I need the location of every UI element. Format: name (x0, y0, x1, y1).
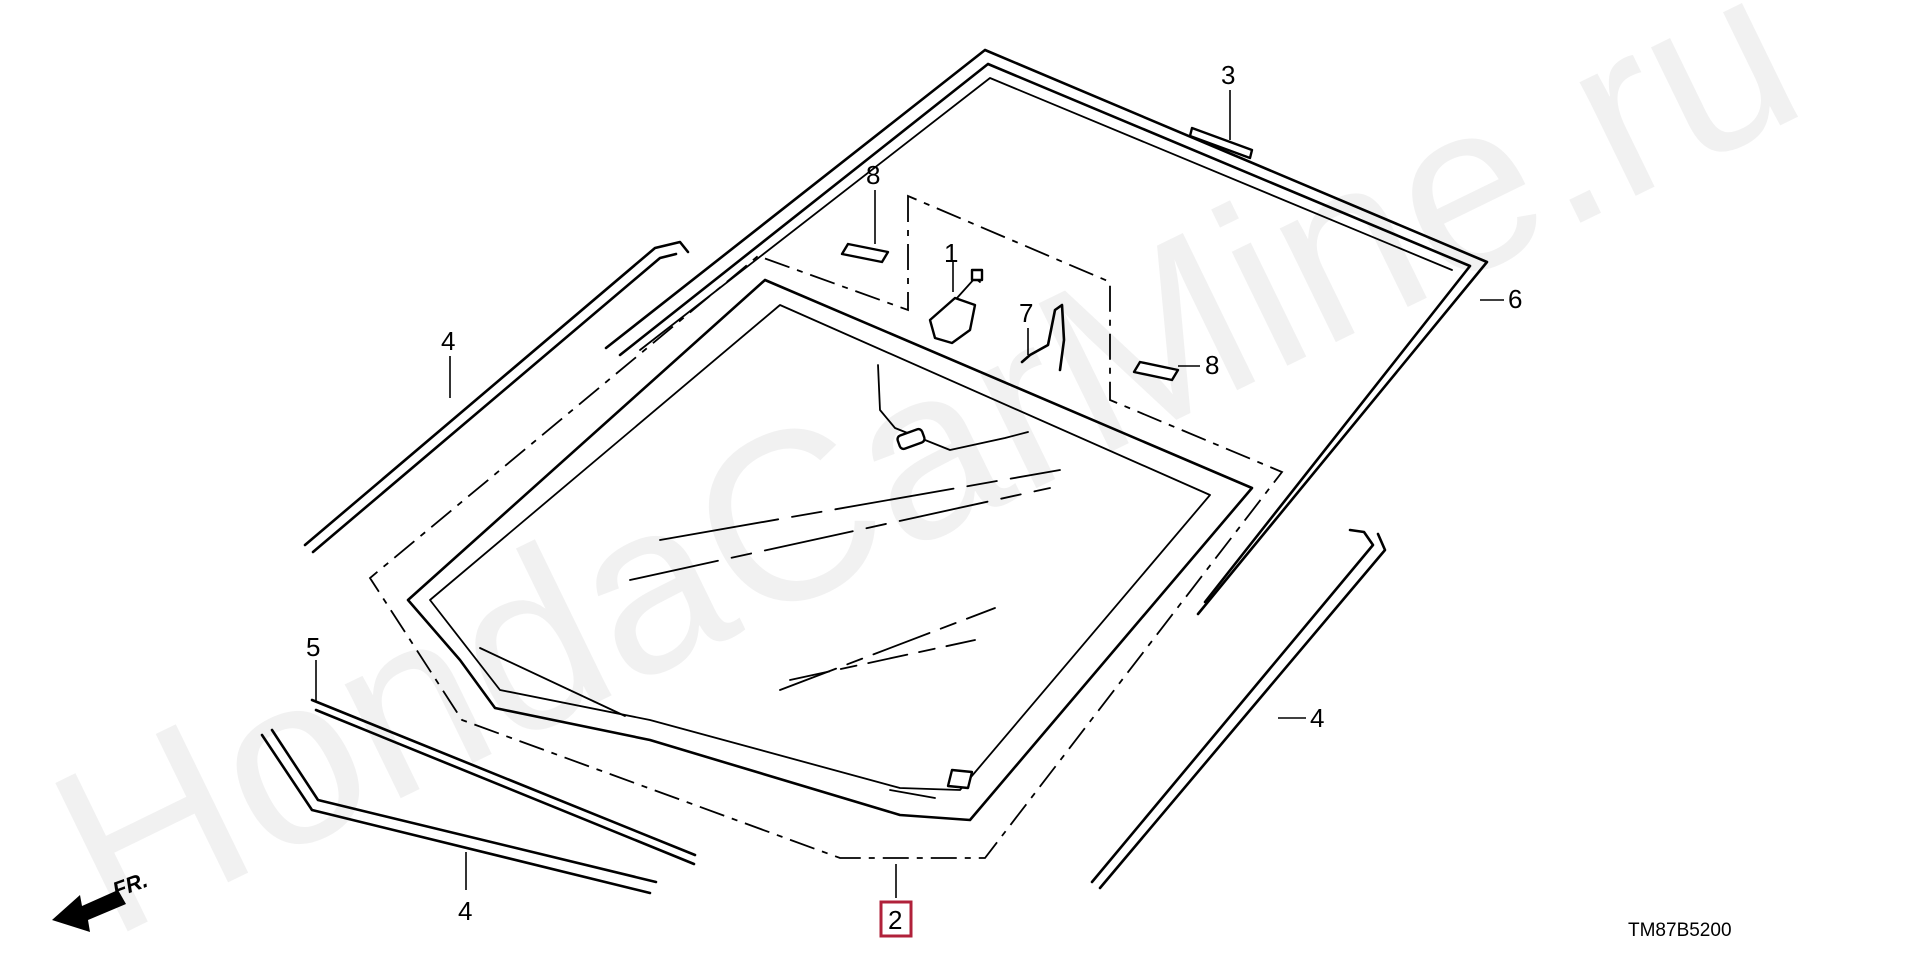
part-3-clip[interactable] (1188, 126, 1254, 160)
diagram-code: TM87B5200 (1628, 920, 1732, 941)
callout-3: 3 (1221, 60, 1235, 90)
callout-5: 5 (306, 632, 320, 662)
arrow-icon (52, 890, 126, 932)
callout-6: 6 (1508, 284, 1522, 314)
callout-4-bottom: 4 (458, 896, 472, 926)
watermark: HondaCarMine.ru (15, 0, 1835, 959)
part-4-molding-lower[interactable] (260, 728, 658, 895)
callout-7: 7 (1019, 298, 1033, 328)
callout-4-left: 4 (441, 326, 455, 356)
part-8-pad-left[interactable] (840, 242, 890, 264)
callout-8-left: 8 (866, 160, 880, 190)
part-8-pad-right[interactable] (1132, 360, 1180, 382)
assembly-outline-2 (368, 194, 1284, 859)
part-4-molding-left-upper[interactable] (303, 240, 690, 554)
part-2-windshield-glass[interactable] (406, 278, 1254, 822)
callout-2: 2 (888, 905, 902, 935)
callout-1: 1 (944, 238, 958, 268)
part-7-clip[interactable] (1020, 303, 1066, 372)
callout-4-right: 4 (1310, 703, 1324, 733)
part-6-upper-frame[interactable] (604, 48, 1489, 616)
part-5-lower-seal[interactable] (310, 698, 697, 866)
callout-2-highlight[interactable]: 2 (879, 900, 913, 938)
callout-8-right: 8 (1205, 350, 1219, 380)
part-4-molding-right[interactable] (1090, 528, 1387, 890)
part-1-sensor[interactable] (928, 268, 984, 345)
leader-lines (315, 90, 1504, 898)
